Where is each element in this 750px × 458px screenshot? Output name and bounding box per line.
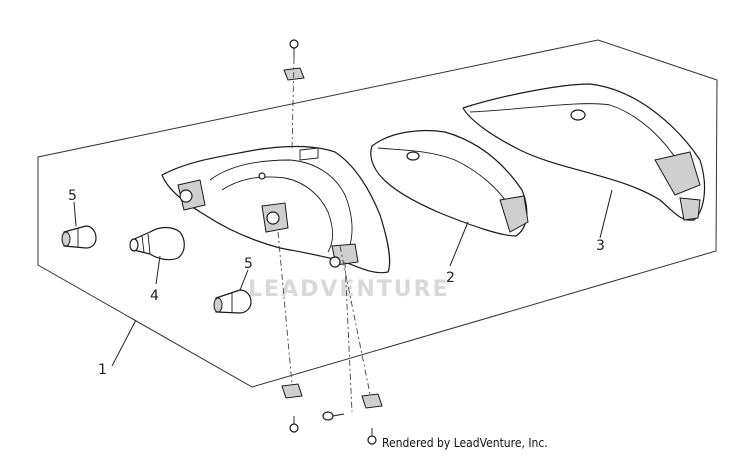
leader-5a bbox=[73, 201, 77, 227]
part-1-housing[interactable] bbox=[161, 145, 391, 274]
assembly-line-bottom-left bbox=[277, 231, 293, 385]
top-screw[interactable] bbox=[289, 39, 299, 58]
leader-5b bbox=[239, 269, 249, 291]
callout-5-left: 5 bbox=[68, 188, 77, 204]
leader-2 bbox=[449, 221, 469, 267]
part-4-bulb-socket[interactable] bbox=[129, 226, 185, 261]
bottom-screw-middle[interactable] bbox=[322, 411, 345, 421]
leader-4 bbox=[155, 255, 161, 285]
callout-1: 1 bbox=[98, 362, 107, 378]
assembly-frame bbox=[37, 39, 718, 388]
bottom-clip-nut-left[interactable] bbox=[281, 383, 303, 399]
part-5-bulb-right[interactable] bbox=[213, 289, 252, 314]
part-2-inner-lens[interactable] bbox=[370, 129, 529, 237]
callout-3: 3 bbox=[596, 238, 605, 254]
part-3-outer-lens[interactable] bbox=[462, 83, 706, 221]
bottom-screw-left[interactable] bbox=[289, 416, 299, 433]
watermark-text: LEADVENTURE bbox=[248, 277, 450, 302]
leader-1 bbox=[111, 319, 137, 367]
callout-5-right: 5 bbox=[244, 256, 253, 272]
assembly-line-bottom-right bbox=[339, 245, 371, 395]
callout-4: 4 bbox=[150, 288, 159, 304]
assembly-line-bottom-mid bbox=[344, 261, 353, 413]
bottom-clip-nut-right[interactable] bbox=[361, 393, 383, 409]
part-5-bulb-left[interactable] bbox=[61, 225, 97, 249]
callout-2: 2 bbox=[446, 270, 455, 286]
assembly-line-top bbox=[291, 57, 295, 151]
render-credit: Rendered by LeadVenture, Inc. bbox=[382, 436, 548, 450]
leader-3 bbox=[599, 189, 613, 239]
bottom-screw-right[interactable] bbox=[367, 428, 377, 445]
